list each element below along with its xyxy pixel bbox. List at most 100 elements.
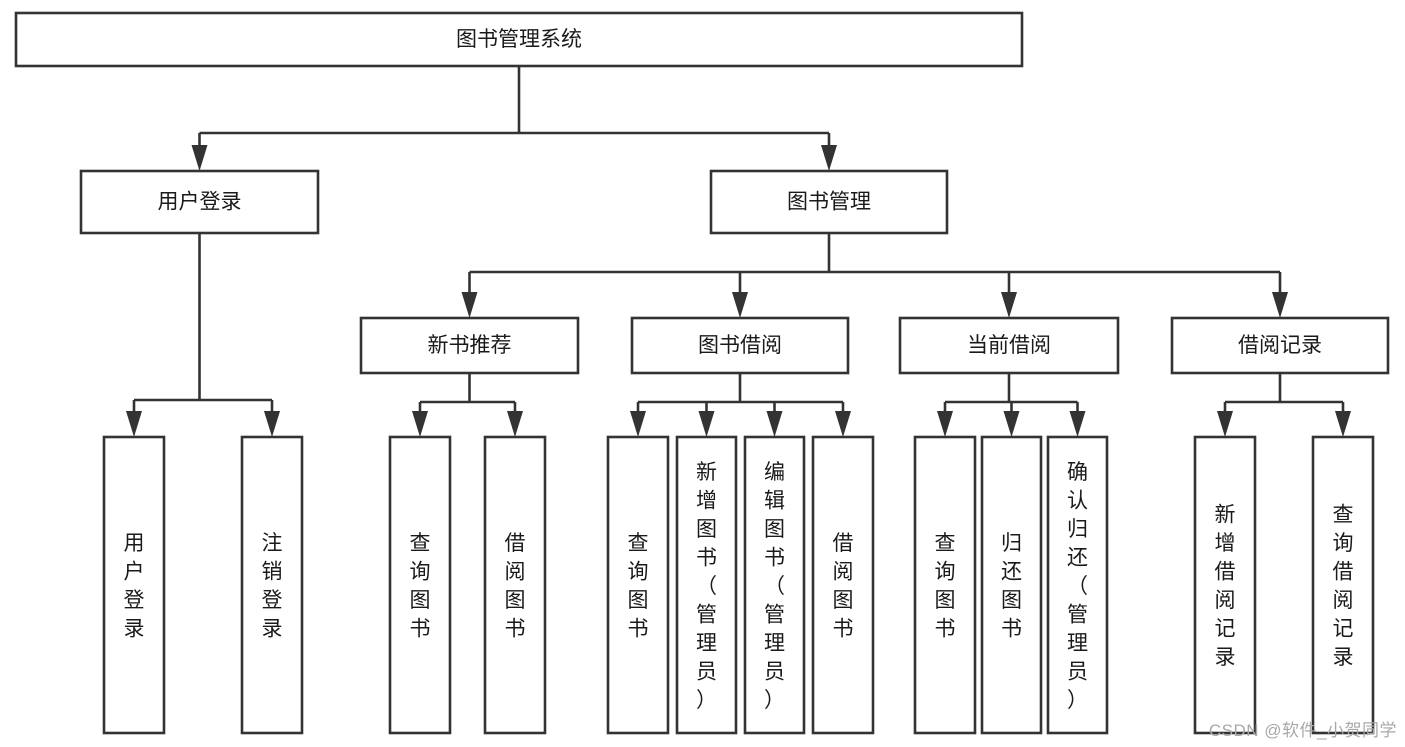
- node-label-char: 录: [1215, 646, 1236, 669]
- node-label-char: 查: [935, 532, 956, 555]
- node-label-char: 询: [1333, 532, 1354, 555]
- arrow-head-icon: [732, 292, 748, 318]
- node-label-char: 辑: [764, 489, 785, 512]
- node-box: [359, 316, 580, 375]
- node-label-char: 借: [833, 532, 854, 555]
- arrow-head-icon: [1003, 411, 1020, 437]
- arrow-head-icon: [698, 411, 715, 437]
- node-label-char: 还: [1001, 561, 1022, 584]
- node-label-char: 图: [1001, 589, 1022, 612]
- node-label-char: 查: [410, 532, 431, 555]
- node-label-char: 注: [262, 532, 283, 555]
- node-box: [483, 435, 547, 735]
- node-user-login[interactable]: 用户登录: [79, 169, 320, 235]
- node-label: 图书借阅: [698, 334, 782, 357]
- node-label-char: 员: [696, 660, 717, 683]
- node-box: [630, 316, 850, 375]
- node-book-manage[interactable]: 图书管理: [709, 169, 949, 235]
- node-current-borrow[interactable]: 当前借阅: [898, 316, 1120, 375]
- node-label-char: 管: [1067, 603, 1088, 626]
- node-label-char: 阅: [1215, 589, 1236, 612]
- node-box: [606, 435, 670, 735]
- edges-layer: [126, 66, 1351, 437]
- node-label-char: 认: [1067, 489, 1088, 512]
- node-label: 当前借阅: [967, 334, 1051, 357]
- node-box: [811, 435, 875, 735]
- node-label-char: 新: [1215, 504, 1236, 527]
- node-label: 新书推荐: [428, 334, 512, 357]
- node-label-char: 图: [833, 589, 854, 612]
- node-box: [709, 169, 949, 235]
- arrow-head-icon: [191, 145, 208, 171]
- node-box: [743, 435, 806, 735]
- node-label-char: 记: [1333, 618, 1354, 641]
- node-label-char: 图: [764, 518, 785, 541]
- node-box: [898, 316, 1120, 375]
- node-new-book-rec[interactable]: 新书推荐: [359, 316, 580, 375]
- node-label-char: 录: [124, 618, 145, 641]
- arrow-head-icon: [766, 411, 783, 437]
- node-label-char: 书: [764, 546, 785, 569]
- node-root[interactable]: 图书管理系统: [14, 11, 1024, 68]
- arrow-head-icon: [461, 292, 478, 318]
- node-label-char: 图: [696, 518, 717, 541]
- nodes-layer: 图书管理系统用户登录图书管理新书推荐图书借阅当前借阅借阅记录用户登录注销登录查询…: [14, 11, 1390, 735]
- node-label-char: 户: [124, 561, 145, 584]
- node-label-char: 图: [505, 589, 526, 612]
- node-label-char: 借: [1215, 561, 1236, 584]
- node-box: [675, 435, 738, 735]
- node-box: [1311, 435, 1375, 735]
- arrow-head-icon: [507, 411, 523, 437]
- node-leaf-user-login[interactable]: 用户登录: [102, 435, 166, 735]
- node-label-char: 员: [1067, 660, 1088, 683]
- node-box: [913, 435, 977, 735]
- node-label-char: 理: [696, 632, 717, 655]
- node-label-char: （: [696, 575, 717, 598]
- node-book-borrow[interactable]: 图书借阅: [630, 316, 850, 375]
- node-label-char: 员: [764, 660, 785, 683]
- node-label-char: 管: [764, 603, 785, 626]
- node-label-char: 还: [1067, 546, 1088, 569]
- node-label-char: 书: [1001, 618, 1022, 641]
- arrow-head-icon: [630, 411, 646, 437]
- node-borrow-record[interactable]: 借阅记录: [1170, 316, 1390, 375]
- arrow-head-icon: [1272, 292, 1288, 318]
- node-label-char: ）: [1067, 689, 1088, 712]
- node-label-char: 用: [124, 532, 145, 555]
- node-label-char: 登: [262, 589, 283, 612]
- arrow-head-icon: [1335, 411, 1351, 437]
- node-label-char: 销: [262, 561, 283, 584]
- node-label-char: 记: [1215, 618, 1236, 641]
- node-label: 用户登录: [158, 191, 242, 214]
- node-label-char: 图: [935, 589, 956, 612]
- node-label-char: 书: [628, 618, 649, 641]
- node-label: 图书管理: [787, 191, 871, 214]
- arrow-head-icon: [1217, 411, 1233, 437]
- node-box: [1170, 316, 1390, 375]
- node-label-char: 查: [628, 532, 649, 555]
- node-label-char: 书: [696, 546, 717, 569]
- node-label-char: 书: [410, 618, 431, 641]
- node-label-char: 书: [935, 618, 956, 641]
- node-label-char: 图: [410, 589, 431, 612]
- node-label-char: 图: [628, 589, 649, 612]
- arrow-head-icon: [937, 411, 953, 437]
- node-label-char: 确: [1067, 461, 1088, 484]
- arrow-head-icon: [1069, 411, 1086, 437]
- node-label-char: 阅: [1333, 589, 1354, 612]
- node-label-char: 阅: [505, 561, 526, 584]
